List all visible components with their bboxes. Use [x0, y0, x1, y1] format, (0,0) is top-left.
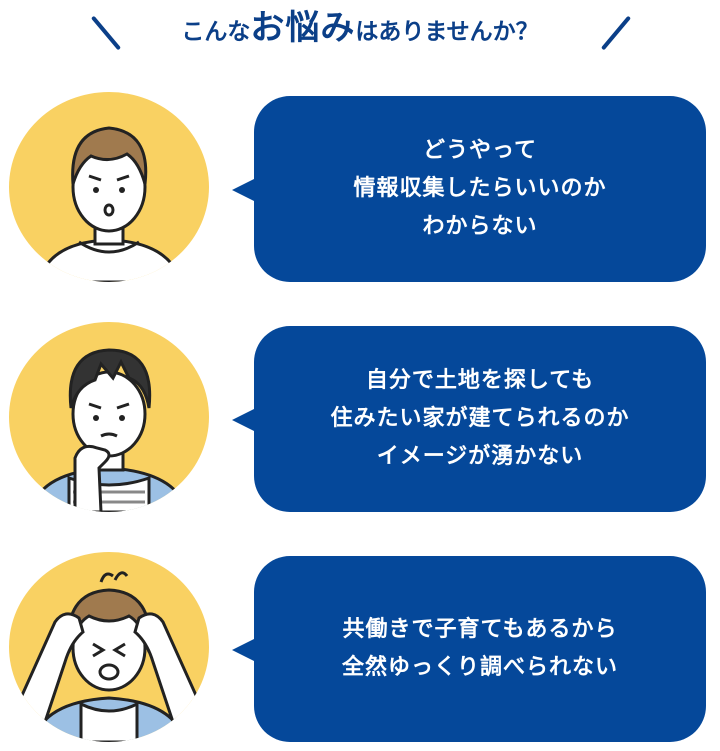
concern-item-1: どうやって 情報収集したらいいのか わからない: [0, 92, 720, 282]
concern-line: 自分で土地を探しても: [365, 368, 595, 393]
concern-line: 全然ゆっくり調べられない: [341, 655, 618, 680]
concern-item-3: 共働きで子育てもあるから 全然ゆっくり調べられない: [0, 552, 720, 742]
concern-line: どうやって: [423, 138, 537, 163]
title-emphasis: お悩み: [250, 8, 356, 48]
section-title: こんなお悩みはありませんか？: [0, 6, 720, 56]
concern-line: イメージが湧かない: [376, 444, 584, 469]
concern-line: 住みたい家が建てられるのか: [330, 406, 630, 431]
avatar-circle-1: [9, 92, 209, 282]
woman-stressed-illustration: [17, 571, 201, 742]
man-puzzled-illustration: [37, 126, 183, 282]
title-suffix: はありませんか？: [355, 19, 539, 45]
avatar-circle-2: [9, 322, 209, 512]
speech-bubble-2: 自分で土地を探しても 住みたい家が建てられるのか イメージが湧かない: [232, 326, 706, 512]
man-thinking-illustration: [29, 348, 189, 512]
concern-item-2: 自分で土地を探しても 住みたい家が建てられるのか イメージが湧かない: [0, 322, 720, 512]
section-header: こんなお悩みはありませんか？: [0, 0, 720, 62]
title-prefix: こんな: [181, 19, 251, 45]
concern-line: 情報収集したらいいのか: [353, 176, 607, 201]
concern-line: 共働きで子育てもあるから: [342, 617, 618, 642]
avatar-circle-3: [9, 552, 209, 742]
speech-bubble-3: 共働きで子育てもあるから 全然ゆっくり調べられない: [232, 556, 706, 742]
concern-line: わからない: [422, 214, 538, 239]
speech-bubble-1: どうやって 情報収集したらいいのか わからない: [232, 96, 706, 282]
